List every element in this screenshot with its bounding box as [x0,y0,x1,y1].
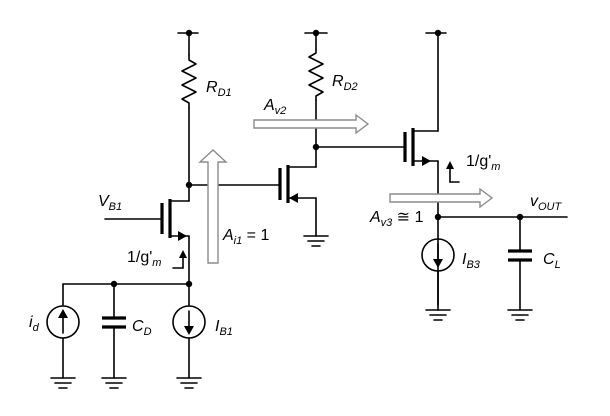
capacitor-cl [507,216,533,321]
label-cd: CD [132,318,152,338]
label-ai1: Ai1 = 1 [222,227,269,247]
vdd-rail-right [425,29,447,37]
label-ib1: IB1 [215,318,233,338]
label-gm-right: 1/g'm [466,153,500,173]
impedance-arrow-left [172,250,187,269]
flow-arrow-ai1 [198,149,228,264]
capacitor-cd [101,283,127,389]
label-cl: CL [543,251,561,271]
label-vb1: VB1 [98,193,122,213]
current-source-id [46,283,80,389]
flow-arrow-av3 [389,187,494,209]
label-vout: vOUT [530,193,563,213]
label-av2: Av2 [263,97,286,117]
resistor-rd1 [181,54,197,109]
label-rd1: RD1 [206,79,232,99]
transistor-m2 [278,165,329,247]
label-ib3: IB3 [462,251,481,271]
transistor-m3 [403,128,439,166]
label-id: id [29,314,40,334]
vdd-rail-middle [304,29,328,50]
impedance-arrow-right [446,161,460,183]
vdd-rail-left [177,29,199,56]
flow-arrow-av2 [253,113,370,135]
transistor-m1 [104,184,190,285]
resistor-rd2 [308,48,324,101]
label-av3: Av3 ≅ 1 [369,209,424,229]
label-rd2: RD2 [332,73,358,93]
label-gm-left: 1/g'm [127,249,161,269]
current-source-ib1 [172,283,206,389]
current-source-ib3 [421,238,455,321]
